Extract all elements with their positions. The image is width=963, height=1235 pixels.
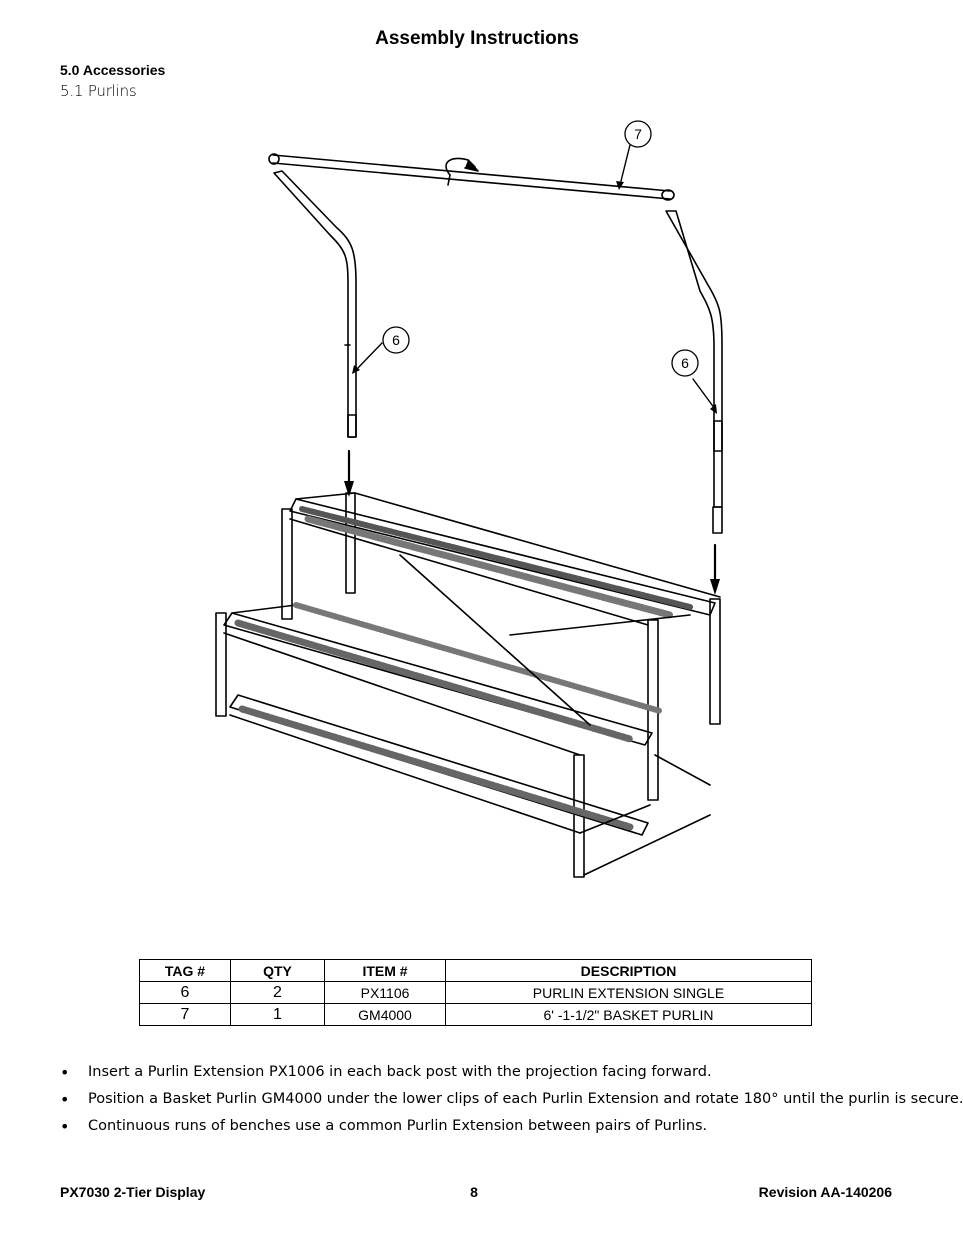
assembly-diagram: 7 6 6 xyxy=(150,115,800,915)
footer-doc-name: PX7030 2-Tier Display xyxy=(60,1184,206,1200)
column-header-description: DESCRIPTION xyxy=(445,959,812,982)
cell-description: PURLIN EXTENSION SINGLE xyxy=(445,981,812,1004)
callout-leaders xyxy=(355,144,716,410)
footer-revision: Revision AA-140206 xyxy=(758,1184,892,1200)
subsection-heading: 5.1 Purlins xyxy=(60,82,137,100)
cell-tag: 7 xyxy=(139,1003,231,1026)
cell-qty: 1 xyxy=(230,1003,325,1026)
bench-lower-tier xyxy=(215,602,663,878)
list-item: Continuous runs of benches use a common … xyxy=(60,1113,920,1140)
cell-description: 6' -1-1/2" BASKET PURLIN xyxy=(445,1003,812,1026)
callout-6-right: 6 xyxy=(671,349,699,377)
parts-table: TAG # QTY ITEM # DESCRIPTION 6 2 PX1106 … xyxy=(139,959,812,1026)
page-footer: PX7030 2-Tier Display 8 Revision AA-1402… xyxy=(60,1184,892,1204)
column-header-qty: QTY xyxy=(230,959,325,982)
list-item: Insert a Purlin Extension PX1006 in each… xyxy=(60,1059,920,1086)
column-header-item: ITEM # xyxy=(324,959,446,982)
cell-qty: 2 xyxy=(230,981,325,1004)
right-purlin-extension xyxy=(665,210,723,534)
bench-bottom-shelf xyxy=(229,694,711,876)
insertion-arrows xyxy=(347,449,717,585)
callout-6-right-label: 6 xyxy=(681,355,689,371)
cross-braces xyxy=(399,554,711,786)
footer-page-number: 8 xyxy=(470,1184,478,1200)
list-item: Position a Basket Purlin GM4000 under th… xyxy=(60,1086,963,1113)
callout-6-left: 6 xyxy=(382,326,410,354)
page-title: Assembly Instructions xyxy=(375,28,579,49)
instruction-list: Insert a Purlin Extension PX1006 in each… xyxy=(60,1059,963,1140)
cell-item: GM4000 xyxy=(324,1003,446,1026)
cell-tag: 6 xyxy=(139,981,231,1004)
cell-item: PX1106 xyxy=(324,981,446,1004)
table-row: 6 2 PX1106 PURLIN EXTENSION SINGLE xyxy=(139,981,812,1004)
section-heading: 5.0 Accessories xyxy=(60,62,166,78)
basket-purlin xyxy=(268,153,675,201)
column-header-tag: TAG # xyxy=(139,959,231,982)
callout-7-label: 7 xyxy=(634,126,642,142)
left-purlin-extension xyxy=(273,170,357,438)
bench-purlin-illustration: 7 6 6 xyxy=(215,120,723,878)
callout-6-left-label: 6 xyxy=(392,332,400,348)
callout-7: 7 xyxy=(624,120,652,148)
table-header-row: TAG # QTY ITEM # DESCRIPTION xyxy=(139,959,812,982)
table-row: 7 1 GM4000 6' -1-1/2" BASKET PURLIN xyxy=(139,1003,812,1026)
